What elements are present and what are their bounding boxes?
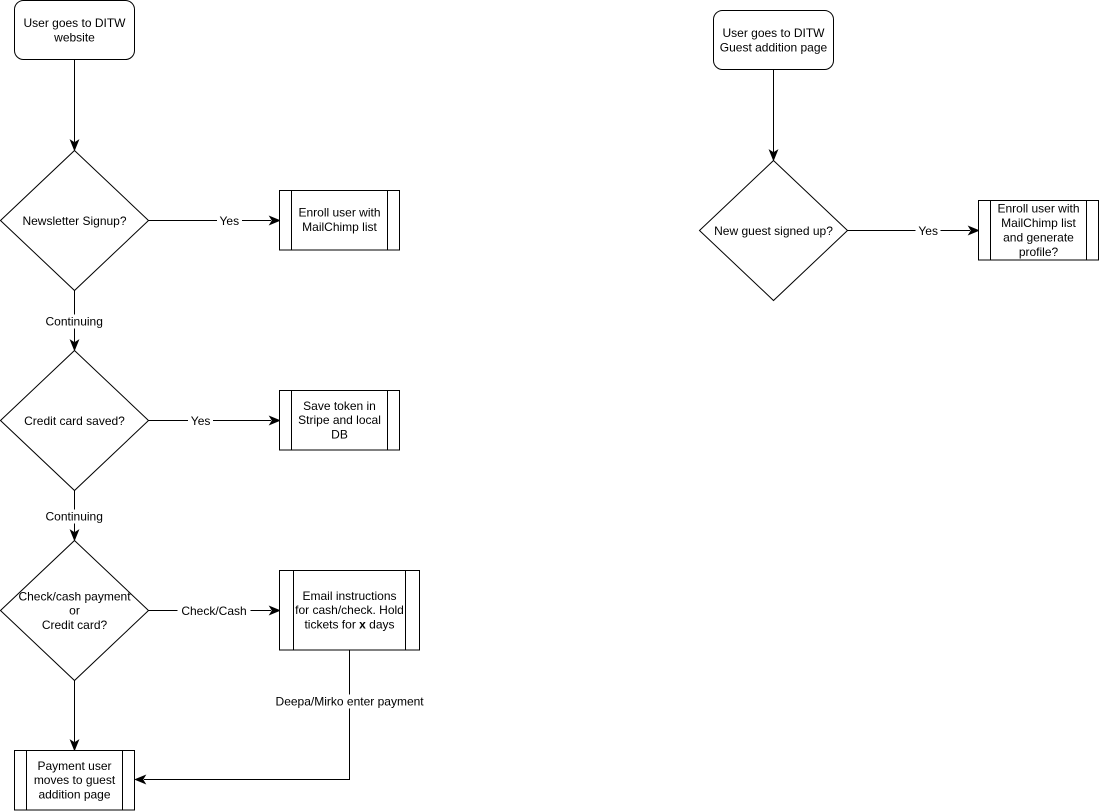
svg-text:for cash/check. Hold: for cash/check. Hold [295, 603, 404, 617]
svg-text:Enroll user with: Enroll user with [997, 202, 1079, 216]
svg-text:website: website [53, 30, 95, 44]
svg-text:Payment user: Payment user [37, 759, 111, 773]
svg-text:New guest signed up?: New guest signed up? [714, 224, 833, 238]
svg-text:Newsletter Signup?: Newsletter Signup? [22, 214, 126, 228]
svg-text:Enroll user with: Enroll user with [298, 206, 380, 220]
svg-text:Deepa/Mirko enter payment: Deepa/Mirko enter payment [276, 695, 425, 709]
svg-text:moves to guest: moves to guest [34, 773, 116, 787]
svg-text:Yes: Yes [191, 414, 211, 428]
svg-text:User goes to DITW: User goes to DITW [23, 16, 126, 30]
svg-text:Credit card saved?: Credit card saved? [24, 414, 125, 428]
svg-text:Continuing: Continuing [46, 509, 103, 523]
svg-text:MailChimp list: MailChimp list [302, 220, 377, 234]
svg-text:MailChimp list: MailChimp list [1001, 216, 1076, 230]
svg-text:Yes: Yes [220, 214, 240, 228]
svg-text:tickets for x days: tickets for x days [304, 618, 394, 632]
svg-text:or: or [69, 604, 80, 618]
svg-text:Stripe and local: Stripe and local [298, 413, 381, 427]
svg-text:User goes to DITW: User goes to DITW [722, 26, 825, 40]
svg-text:Credit card?: Credit card? [42, 618, 108, 632]
svg-text:Email instructions: Email instructions [302, 589, 396, 603]
svg-text:Guest addition page: Guest addition page [720, 40, 828, 54]
svg-text:and generate: and generate [1003, 230, 1074, 244]
svg-text:Continuing: Continuing [46, 314, 103, 328]
svg-text:addition page: addition page [38, 788, 110, 802]
svg-text:Check/cash payment: Check/cash payment [18, 589, 131, 603]
svg-text:Check/Cash: Check/Cash [181, 604, 246, 618]
svg-text:DB: DB [331, 428, 348, 442]
svg-text:Save token in: Save token in [303, 399, 376, 413]
svg-text:Yes: Yes [918, 224, 938, 238]
svg-text:profile?: profile? [1019, 245, 1059, 259]
